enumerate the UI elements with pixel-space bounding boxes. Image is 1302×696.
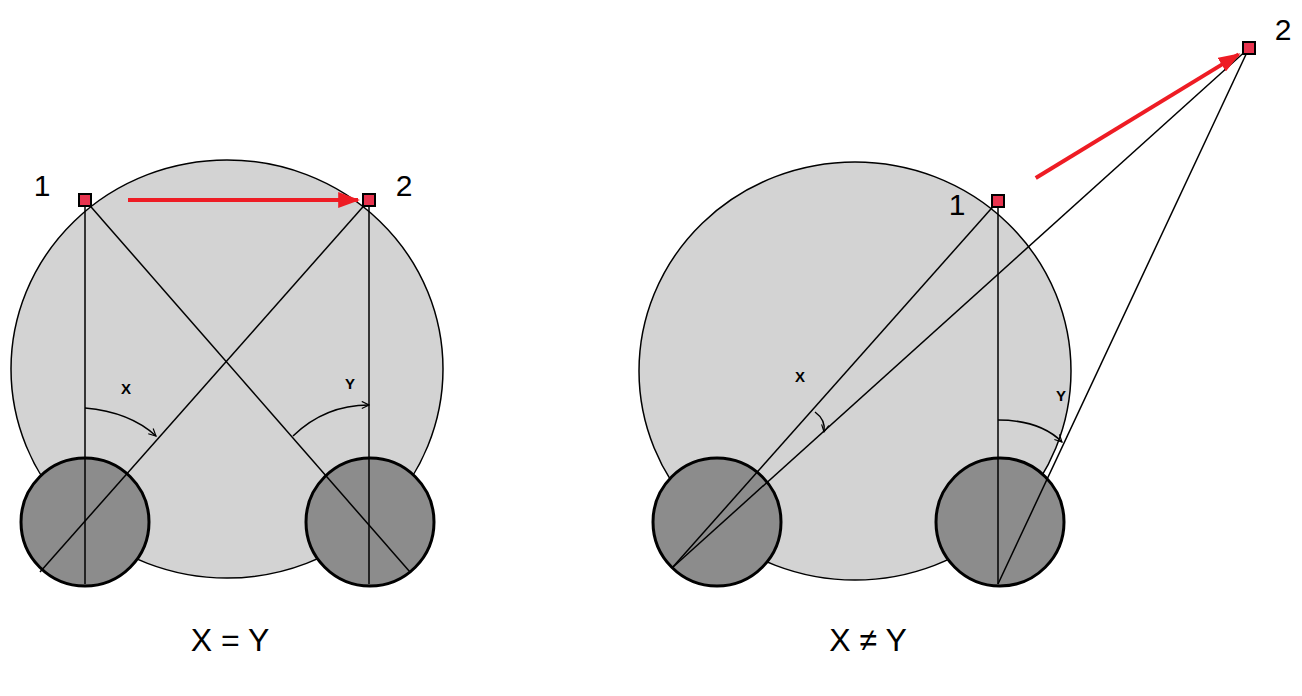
point-number: 2 xyxy=(396,171,413,201)
angle-label: X xyxy=(795,369,805,384)
wheel xyxy=(306,458,434,586)
motion-arrow xyxy=(128,198,358,202)
target-point xyxy=(1242,41,1256,55)
point-number: 1 xyxy=(34,171,51,201)
sight-lines xyxy=(672,48,1249,584)
relation-label: X = Y xyxy=(191,624,270,656)
target-point xyxy=(78,193,92,207)
target-point xyxy=(991,194,1005,208)
sight-lines xyxy=(40,200,410,584)
point-number: 1 xyxy=(949,190,966,220)
angle-label: X xyxy=(121,381,131,396)
target-point xyxy=(362,193,376,207)
point-number: 2 xyxy=(1275,15,1292,45)
relation-label: X ≠ Y xyxy=(829,624,906,656)
angle-label: Y xyxy=(1056,388,1066,403)
angle-label: Y xyxy=(345,376,355,391)
motion-arrow xyxy=(1036,54,1239,178)
wheel xyxy=(936,458,1064,586)
